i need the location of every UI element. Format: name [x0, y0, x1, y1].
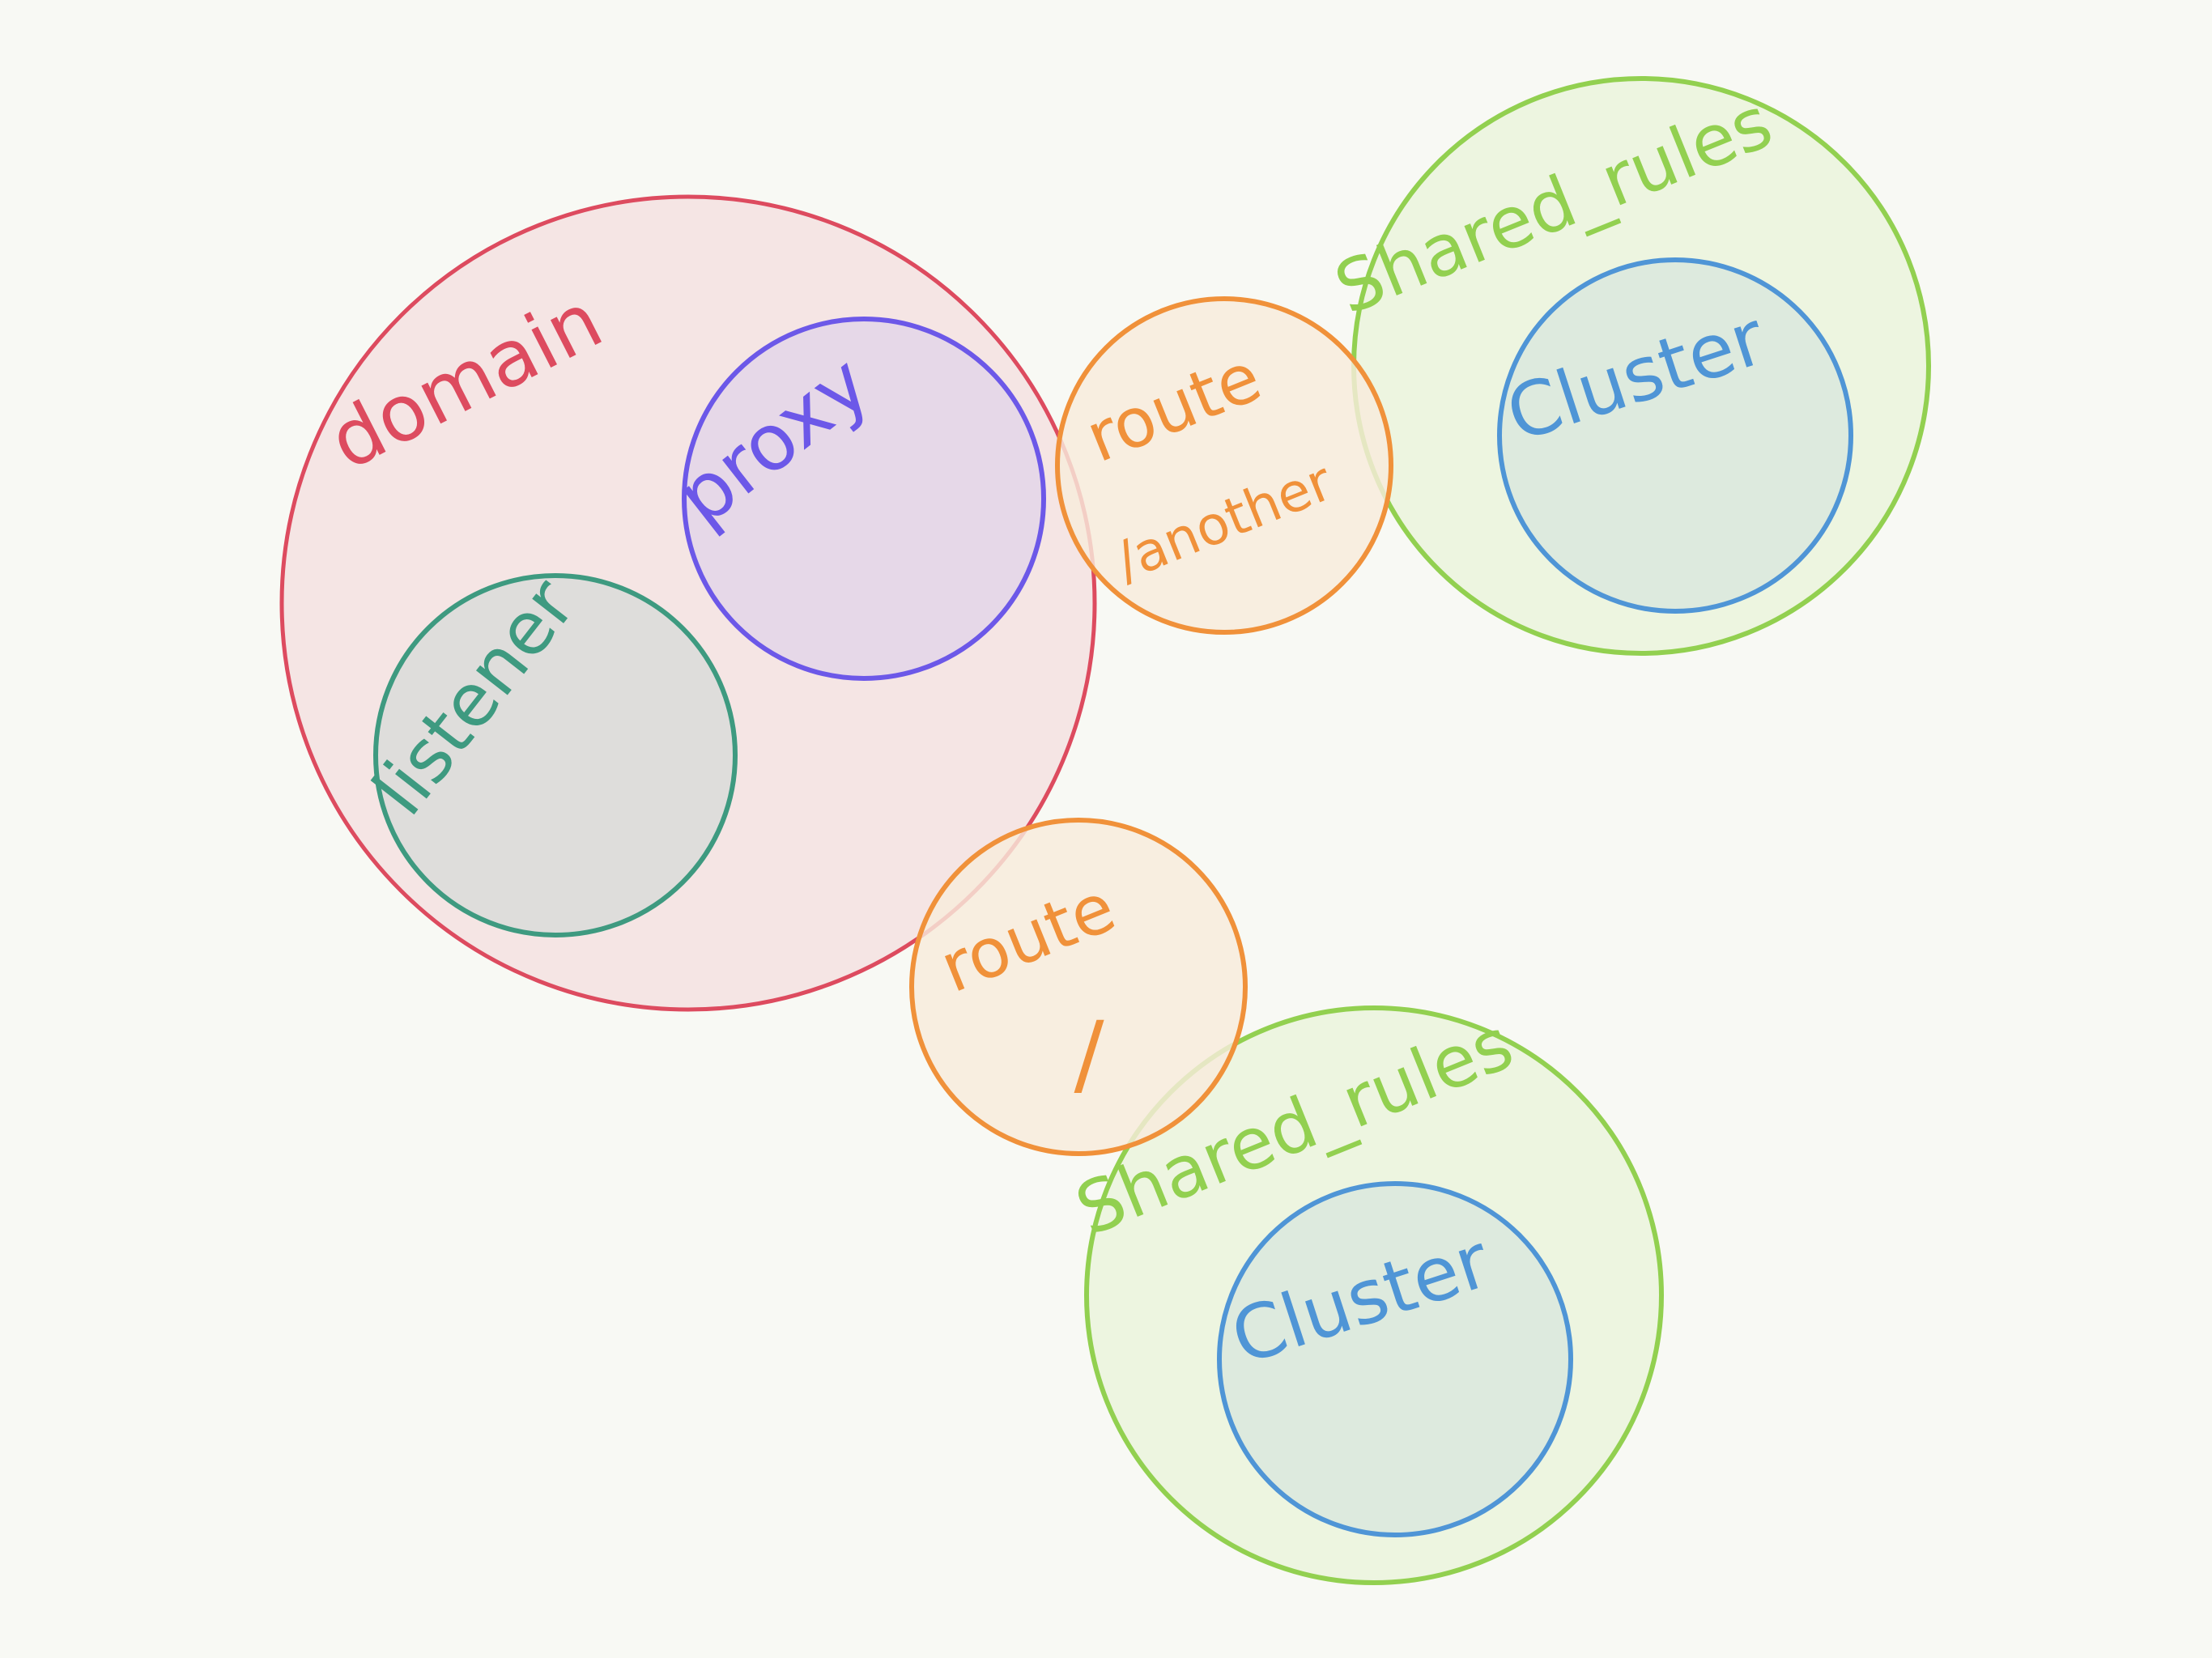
listener-circle-outline [373, 573, 738, 937]
domain-circle-outline [279, 194, 1097, 1012]
route-root-node: route / [909, 818, 1248, 1156]
listener-node: listener [357, 563, 738, 937]
cluster-top-circle-outline [1497, 257, 1853, 614]
cluster-top-node: Cluster [1496, 257, 1853, 614]
cluster-bottom-circle [1219, 1184, 1571, 1535]
listener-circle [376, 576, 735, 935]
route-root-circle [912, 820, 1245, 1154]
proxy-circle [684, 319, 1044, 678]
cluster-top-circle [1499, 260, 1851, 611]
cluster-bottom-node: Cluster [1217, 1181, 1573, 1537]
proxy-node: proxy [660, 317, 1046, 681]
route-another-circle [1057, 299, 1391, 632]
route-another-node: route /another [1055, 296, 1393, 635]
route-root-sublabel: / [1074, 1002, 1104, 1106]
route-root-circle-outline [909, 818, 1248, 1156]
proxy-circle-outline [682, 317, 1046, 681]
cluster-bottom-circle-outline [1217, 1181, 1573, 1537]
route-another-circle-outline [1055, 296, 1393, 635]
shared-rules-bottom-circle-outline [1084, 1005, 1664, 1585]
